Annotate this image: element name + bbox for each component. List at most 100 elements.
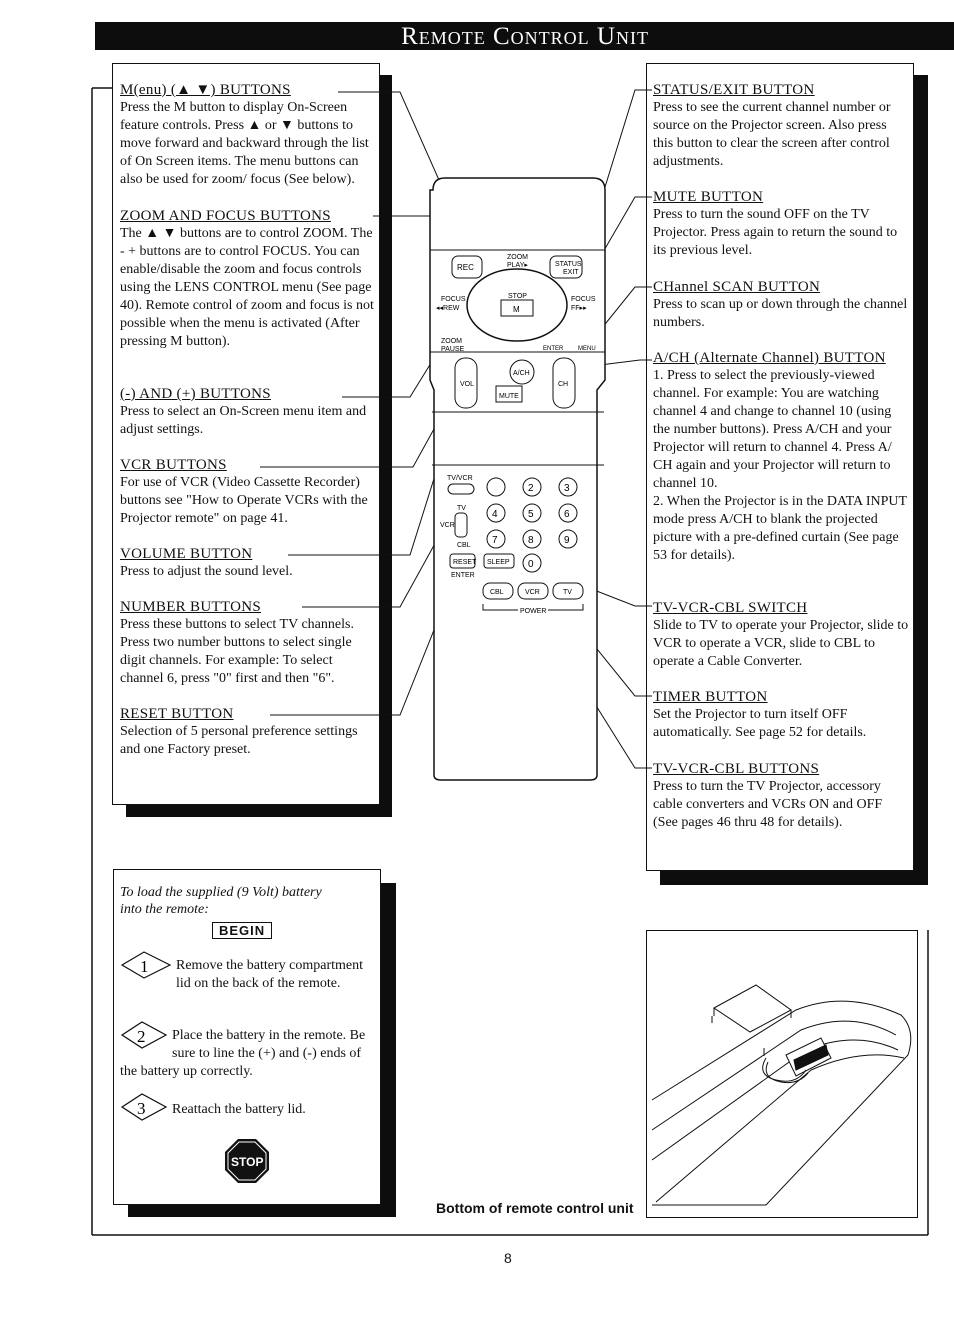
heading-minus-plus: (-) AND (+) BUTTONS [120,386,271,402]
ach-button[interactable] [509,359,535,385]
body-reset: Selection of 5 personal preference setti… [120,724,358,757]
section-number-buttons: NUMBER BUTTONS Press these buttons to se… [120,599,378,688]
direction-ring[interactable] [466,268,568,342]
tv-power-button[interactable] [552,582,584,600]
number-7-label: 7 [492,535,498,546]
step-3-icon: 3 [120,1093,168,1121]
body-tv-vcr-cbl-buttons: Press to turn the TV Projector, accessor… [653,779,883,830]
tvvcr-button[interactable] [447,483,475,495]
switch-vcr-label: VCR [440,522,455,529]
heading-reset: RESET BUTTON [120,706,234,722]
remote-body [429,177,606,781]
section-zoom-focus: ZOOM AND FOCUS BUTTONS The ▲ ▼ buttons a… [120,208,378,351]
right-description-box [646,63,914,871]
menu-label: MENU [578,346,596,352]
heading-menu-buttons: M(enu) (▲ ▼) BUTTONS [120,82,291,98]
heading-volume: VOLUME BUTTON [120,546,253,562]
step-1-text: Remove the battery compartment lid on th… [176,958,363,991]
body-minus-plus: Press to select an On-Screen menu item a… [120,404,367,437]
stop-label: STOP [508,293,527,300]
step-3-text: Reattach the battery lid. [172,1102,306,1117]
focus-right-label: FOCUS [571,296,596,303]
body-alternate-channel-1: 1. Press to select the previously-viewed… [653,368,892,491]
zoom-bottom-label: ZOOM [441,338,462,345]
mute-button[interactable] [495,385,523,403]
section-timer: TIMER BUTTON Set the Projector to turn i… [653,689,909,742]
heading-status-exit: STATUS/EXIT BUTTON [653,82,815,98]
remote-bottom-illustration [651,984,912,1206]
m-label: M [513,305,520,314]
play-label: PLAY▸ [507,262,528,269]
power-label: POWER [520,608,546,615]
number-2-label: 2 [528,483,534,494]
number-8-label: 8 [528,535,534,546]
number-button[interactable] [486,529,506,549]
heading-zoom-focus: ZOOM AND FOCUS BUTTONS [120,208,331,224]
rew-label: ◂◂REW [436,305,460,312]
heading-tv-vcr-cbl-switch: TV-VCR-CBL SWITCH [653,600,808,616]
channel-rocker[interactable] [552,357,576,409]
step-2-icon: 2 [120,1021,168,1049]
heading-vcr-buttons: VCR BUTTONS [120,457,227,473]
body-menu-buttons: Press the M button to display On-Screen … [120,100,369,187]
left-description-box [112,63,380,805]
switch-tv-label: TV [457,505,466,512]
rec-label: REC [457,263,474,272]
heading-number-buttons: NUMBER BUTTONS [120,599,262,615]
number-5-label: 5 [528,509,534,520]
body-timer: Set the Projector to turn itself OFF aut… [653,707,867,740]
tv-vcr-cbl-switch[interactable] [454,512,468,538]
number-button[interactable] [558,529,578,549]
vol-label: VOL [460,381,474,388]
heading-channel-scan: CHannel SCAN BUTTON [653,279,821,295]
body-status-exit: Press to see the current channel number … [653,100,891,169]
section-channel-scan: CHannel SCAN BUTTON Press to scan up or … [653,279,909,332]
cbl-power-button[interactable] [482,582,514,600]
reset-label: RESET [453,559,477,566]
body-volume: Press to adjust the sound level. [120,564,293,579]
ch-label: CH [558,381,568,388]
m-button[interactable] [500,299,534,317]
ach-label: A/CH [513,370,530,377]
number-button[interactable] [486,477,506,497]
number-9-label: 9 [564,535,570,546]
page-number: 8 [504,1250,512,1266]
number-button[interactable] [522,553,542,573]
number-button[interactable] [558,477,578,497]
enter-label: ENTER [543,346,564,352]
number-button[interactable] [486,503,506,523]
stop-sign-icon: STOP [225,1139,269,1183]
body-vcr-buttons: For use of VCR (Video Cassette Recorder)… [120,475,368,526]
status-exit-button[interactable] [549,255,583,279]
battery-step-2: 2 Place the battery in the remote. Be su… [120,1020,370,1081]
stop-label: STOP [231,1155,263,1169]
reset-button[interactable] [449,553,476,569]
sleep-button[interactable] [483,553,515,569]
heading-timer: TIMER BUTTON [653,689,768,705]
section-tv-vcr-cbl-switch: TV-VCR-CBL SWITCH Slide to TV to operate… [653,600,909,671]
section-reset: RESET BUTTON Selection of 5 personal pre… [120,706,378,759]
number-button[interactable] [558,503,578,523]
vcr-power-label: VCR [525,589,540,596]
number-button[interactable] [522,477,542,497]
number-4-label: 4 [492,509,498,520]
step-1-number: 1 [140,957,149,976]
number-0-label: 0 [528,559,534,570]
volume-rocker[interactable] [454,357,478,409]
tv-power-label: TV [563,589,572,596]
page-title: Remote Control Unit [95,22,954,50]
number-button[interactable] [522,503,542,523]
number-button[interactable] [522,529,542,549]
switch-cbl-label: CBL [457,542,471,549]
vcr-power-button[interactable] [517,582,549,600]
step-1-icon: 1 [120,951,172,979]
rec-button[interactable] [451,255,483,279]
heading-tv-vcr-cbl-buttons: TV-VCR-CBL BUTTONS [653,761,820,777]
body-tv-vcr-cbl-switch: Slide to TV to operate your Projector, s… [653,618,909,669]
battery-step-3: 3 Reattach the battery lid. [120,1092,370,1122]
section-tv-vcr-cbl-buttons: TV-VCR-CBL BUTTONS Press to turn the TV … [653,761,909,832]
section-menu-buttons: M(enu) (▲ ▼) BUTTONS Press the M button … [120,82,378,189]
body-number-buttons: Press these buttons to select TV channel… [120,617,354,686]
